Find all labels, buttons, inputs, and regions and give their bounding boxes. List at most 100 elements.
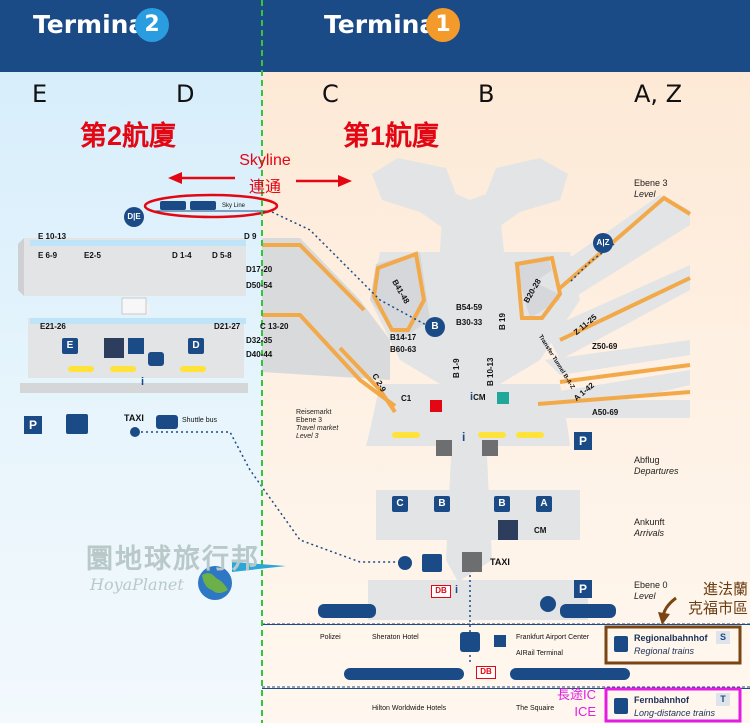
route-dot-t2 — [130, 427, 140, 437]
gate-b10-13: B 10-13 — [486, 357, 495, 386]
gate-b19: B 19 — [498, 313, 507, 330]
longdistance-highlight-box — [604, 687, 742, 723]
concourse-b-label: B — [478, 80, 495, 108]
pier-b-sign: B — [434, 496, 450, 512]
watermark-title: 圜地球旅行邦 — [86, 544, 260, 575]
gate-d5-8: D 5-8 — [212, 251, 232, 260]
customs-icon-t2 — [104, 338, 124, 358]
de-skyline-badge[interactable]: D|E — [124, 207, 144, 227]
t-badge: T — [716, 693, 730, 706]
az-skyline-badge[interactable]: A|Z — [593, 233, 613, 253]
terminal2-number-badge: 2 — [135, 8, 169, 42]
skyline-arrows — [168, 172, 352, 187]
skyline-annotation-line2: 連通 — [248, 179, 281, 196]
customs-icon-arrivals — [498, 520, 518, 540]
gate-b54-59: B54-59 — [456, 303, 483, 312]
concourse-e-label: E — [32, 80, 48, 108]
brown-arrow — [658, 596, 677, 625]
gate-c1: C1 — [401, 394, 412, 403]
b-skyline-badge[interactable]: B — [425, 317, 445, 337]
squaire-label: The Squaire — [516, 705, 555, 712]
gate-e6-9: E 6-9 — [38, 251, 58, 260]
gate-b1-9: B 1-9 — [452, 358, 461, 378]
regional-highlight-box — [604, 625, 742, 665]
gate-e21-26: E21-26 — [40, 322, 66, 331]
parking-icon-t2[interactable]: P — [24, 416, 42, 434]
longdistance-title: Fernbahnhof — [634, 695, 689, 705]
baggage-icon-t2 — [148, 352, 164, 366]
terminal1-title: Terminal — [324, 10, 445, 39]
info-icon-t1: i — [462, 430, 466, 444]
regional-train-legend: Regionalbahnhof Regional trains S — [608, 628, 738, 662]
db-logo-upper: DB — [431, 585, 451, 598]
gate-d50-54: D50-54 — [246, 281, 273, 290]
concourse-d-label: D — [176, 80, 195, 108]
gate-a50-69: A50-69 — [592, 408, 619, 417]
gate-c13-20: C 13-20 — [260, 322, 289, 331]
airrail-label: AIRail Terminal — [516, 650, 563, 657]
gate-d32-35: D32-35 — [246, 336, 273, 345]
pier-e-sign: E — [62, 338, 78, 354]
info-cm-label-1: iCM — [470, 391, 486, 403]
shuttle-bus-icon — [156, 415, 178, 429]
terminal1-header-bar — [262, 0, 750, 72]
gate-d1-4: D 1-4 — [172, 251, 192, 260]
car-rental-icon — [462, 552, 482, 572]
info-icon-t2: i — [141, 376, 145, 388]
terminal2-yellow-markers — [68, 366, 206, 372]
concourse-az-label: A, Z — [634, 80, 683, 108]
longdistance-train-icon — [614, 698, 628, 714]
watermark-globe — [198, 562, 286, 600]
watermark-subtitle: HoyaPlanet — [90, 575, 184, 594]
gate-b14-17: B14-17 — [390, 333, 417, 342]
pier-a-sign: A — [536, 496, 552, 512]
terminal1-orange-outlines — [262, 195, 692, 414]
fac-label: Frankfurt Airport Center — [516, 634, 590, 641]
skyline-train-label: Sky Line — [222, 203, 246, 209]
terminal1-chinese-label: 第1航廈 — [343, 121, 440, 151]
travel-market-label: Reisemarkt Ebene 3 Travel market Level 3 — [296, 409, 339, 440]
regional-note: 進法蘭 克福市區 — [687, 581, 748, 617]
concourse-c-label: C — [322, 80, 339, 108]
skyline-train — [143, 193, 279, 219]
terminal1-number-badge: 1 — [426, 8, 460, 42]
terminal2-header-bar — [0, 0, 262, 72]
gate-d21-27: D21-27 — [214, 322, 241, 331]
train-platforms — [262, 604, 750, 689]
skyline-annotation-line1: Skyline — [239, 152, 291, 169]
s-bahn-badge: S — [716, 631, 730, 644]
service-icon-t2 — [128, 338, 144, 354]
customs-icon-t1 — [436, 440, 452, 456]
parking-icon-t1-b[interactable]: P — [574, 580, 592, 598]
terminal2-title: Terminal — [33, 10, 154, 39]
gate-d9: D 9 — [244, 232, 257, 241]
terminal1-building — [262, 158, 690, 620]
train-icon-station — [460, 632, 480, 652]
regional-title: Regionalbahnhof — [634, 633, 708, 643]
taxi-label-t1: TAXI — [490, 557, 510, 567]
shuttle-bus-label: Shuttle bus — [182, 417, 218, 424]
gate-b30-33: B30-33 — [456, 318, 483, 327]
gate-d40-44: D40-44 — [246, 350, 273, 359]
db-logo-lower: DB — [476, 666, 496, 679]
polizei-label: Polizei — [320, 634, 341, 641]
pier-c-sign: C — [392, 496, 408, 512]
longdistance-note: 長途IC ICE — [556, 687, 596, 719]
longdistance-subtitle: Long-distance trains — [634, 708, 716, 718]
hilton-label: Hilton Worldwide Hotels — [372, 705, 447, 712]
gate-z50-69: Z50-69 — [592, 342, 618, 351]
medical-icon-t1 — [497, 392, 509, 404]
skyline-station-icon — [540, 596, 556, 612]
bus-icon-t1 — [422, 554, 442, 572]
luggage-icon — [494, 635, 506, 647]
parking-icon-t1-a[interactable]: P — [574, 432, 592, 450]
longdistance-train-legend: Fernbahnhof Long-distance trains T — [608, 690, 738, 723]
gate-e2-5: E2-5 — [84, 251, 101, 260]
first-aid-icon-t1 — [430, 400, 442, 412]
